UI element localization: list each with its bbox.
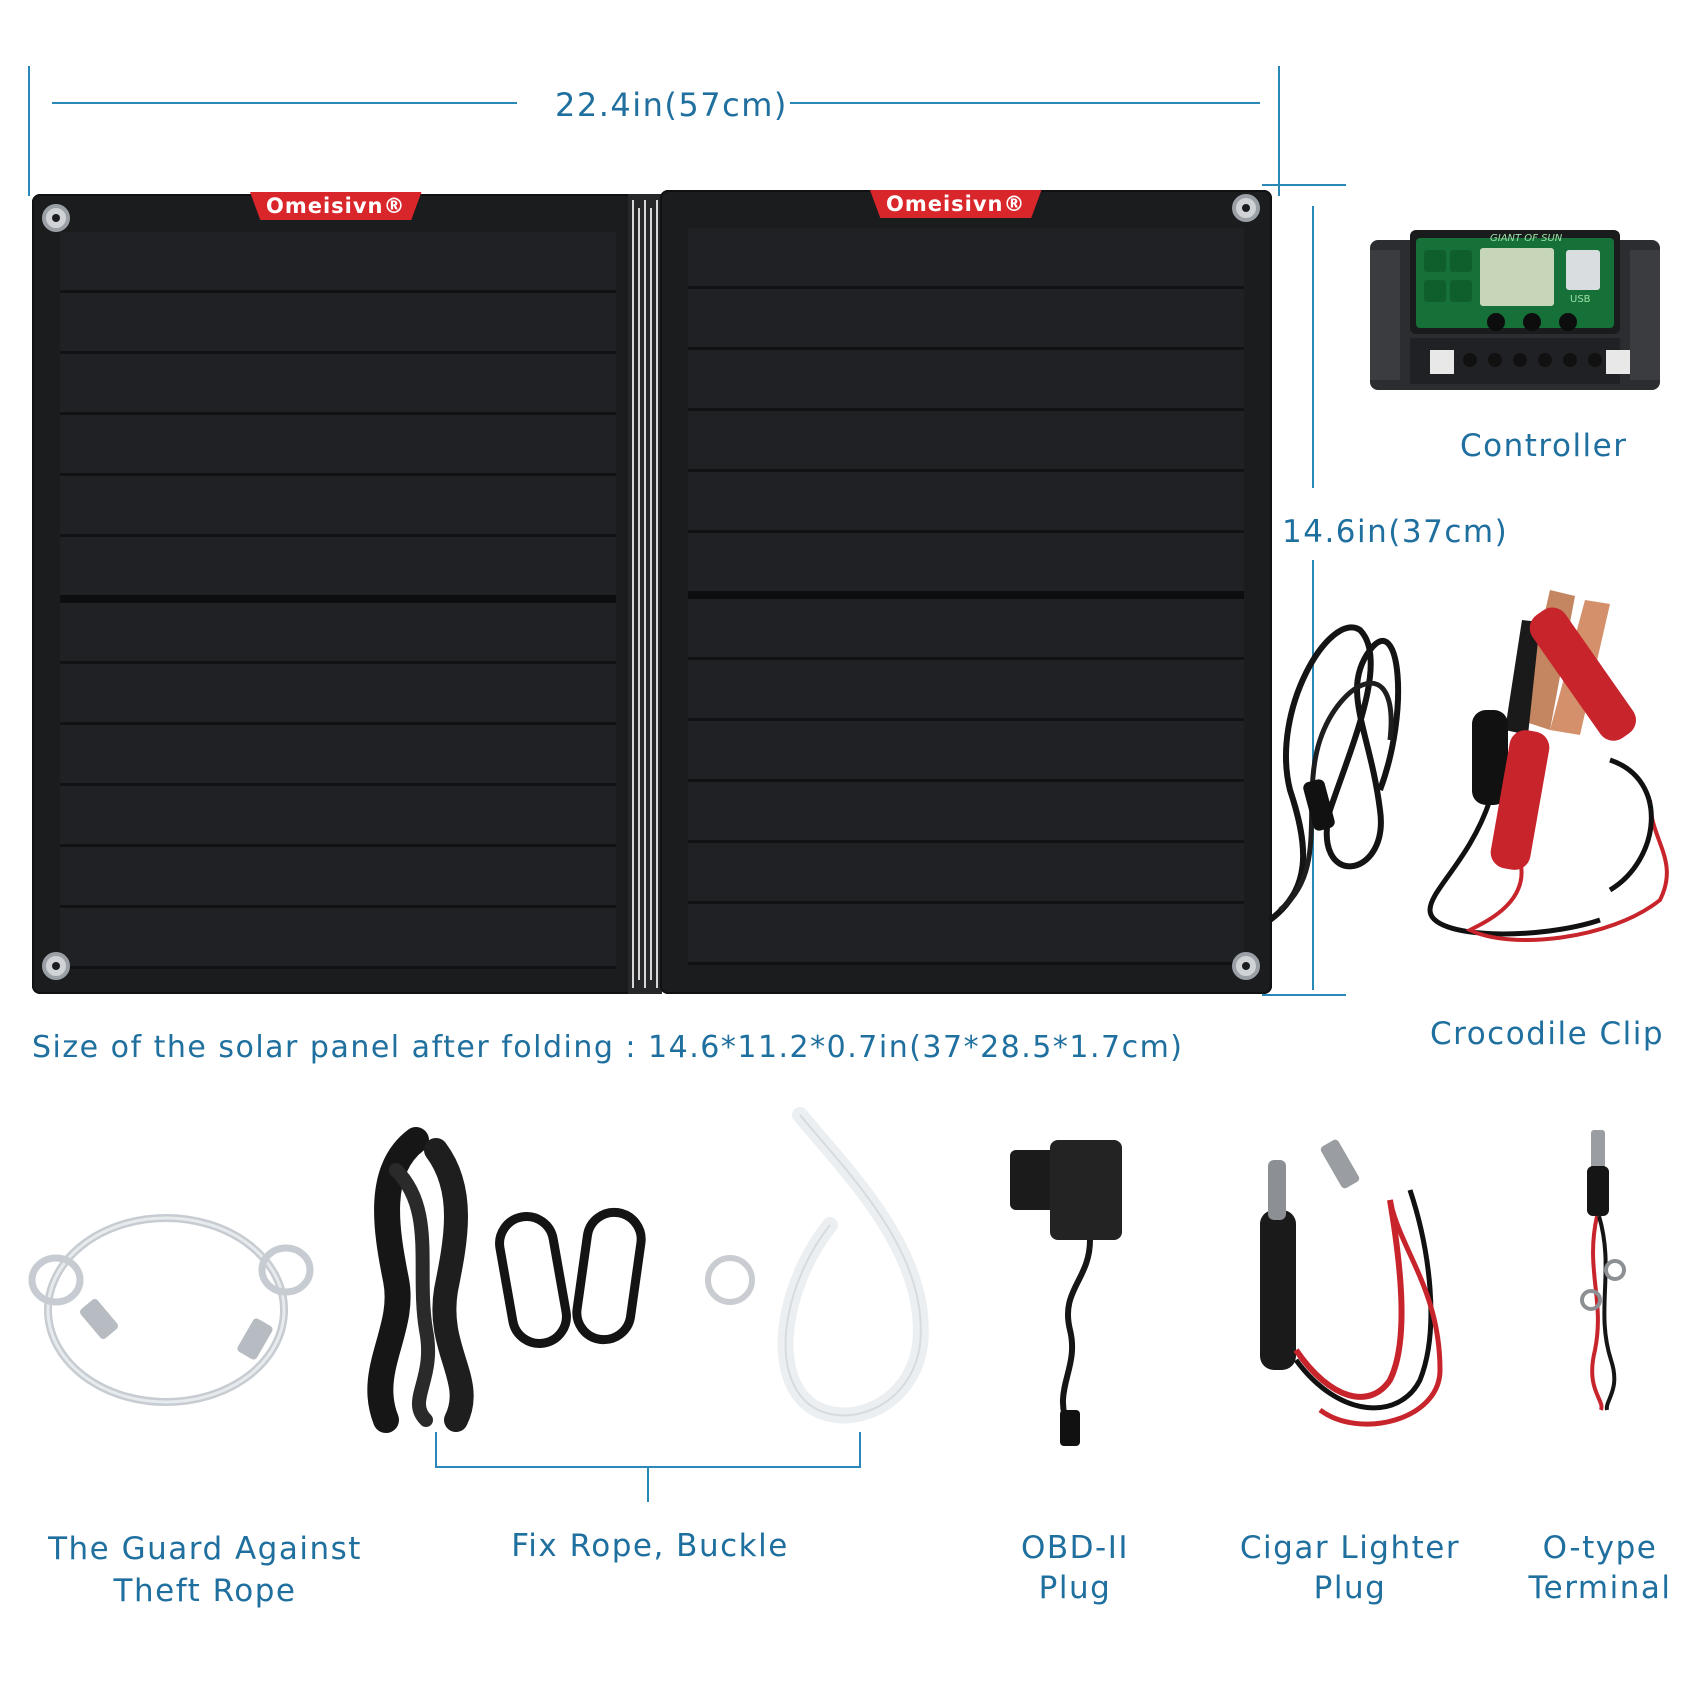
- fix-rope-icon: [367, 1127, 474, 1433]
- height-dimension-bottom-tick: [1262, 994, 1346, 996]
- brand-logo-right: Omeisivn®: [870, 190, 1042, 218]
- cigar-lighter-plug-label-line1: Cigar Lighter: [1239, 1530, 1461, 1566]
- height-dimension-line-top: [1312, 206, 1314, 488]
- o-type-terminal-label-line2: Terminal: [1528, 1570, 1672, 1606]
- fix-rope-bracket-stem: [647, 1466, 649, 1502]
- key-ring-icon: [705, 1255, 755, 1305]
- folded-size-label: Size of the solar panel after folding : …: [32, 1030, 1184, 1065]
- solar-cells-right: [688, 228, 1244, 965]
- grommet-bottom-right: [1232, 952, 1260, 980]
- grommet-top-left: [42, 204, 70, 232]
- obd-plug-icon: [1010, 1140, 1122, 1446]
- panel-hinge: [628, 194, 662, 994]
- grommet-bottom-left: [42, 952, 70, 980]
- fix-rope-bracket-left: [435, 1432, 437, 1466]
- obd-plug-label-line2: Plug: [1038, 1570, 1112, 1606]
- width-dimension-right-tick: [1278, 66, 1280, 196]
- fix-rope-bracket-right: [859, 1432, 861, 1466]
- carabiner-icon: [495, 1207, 646, 1348]
- fix-rope-label: Fix Rope, Buckle: [511, 1528, 789, 1564]
- cigar-lighter-plug-icon: [1260, 1139, 1443, 1427]
- theft-rope-label-line2: Theft Rope: [113, 1573, 297, 1609]
- o-type-terminal-label-line1: O-type: [1542, 1530, 1658, 1566]
- crocodile-clip-icon: [1427, 590, 1669, 942]
- theft-rope-label-line1: The Guard Against: [48, 1531, 362, 1567]
- width-dimension-line-left: [52, 102, 517, 104]
- obd-plug-label-line1: OBD-II: [1020, 1530, 1129, 1566]
- solar-panel-right: [660, 190, 1272, 994]
- brand-logo-left: Omeisivn®: [250, 192, 422, 220]
- controller-usb-text: USB: [1570, 294, 1591, 305]
- controller-brand-text: GIANT OF SUN: [1490, 233, 1563, 244]
- cigar-lighter-plug-label-line2: Plug: [1313, 1570, 1387, 1606]
- obd-plug-label: OBD-II Plug: [990, 1528, 1160, 1608]
- crocodile-clip-label: Crocodile Clip: [1430, 1016, 1665, 1052]
- o-type-terminal-icon: [1580, 1130, 1626, 1411]
- width-dimension-label: 22.4in(57cm): [555, 86, 788, 124]
- theft-rope-icon: [28, 1214, 314, 1406]
- grommet-top-right: [1232, 194, 1260, 222]
- cigar-lighter-plug-label: Cigar Lighter Plug: [1220, 1528, 1480, 1608]
- width-dimension-line-right: [790, 102, 1260, 104]
- height-dimension-label: 14.6in(37cm): [1282, 514, 1509, 550]
- o-type-terminal-label: O-type Terminal: [1510, 1528, 1690, 1608]
- solar-cells-left: [60, 232, 616, 969]
- controller-label: Controller: [1460, 428, 1628, 464]
- height-dimension-top-tick: [1262, 184, 1346, 186]
- charge-controller: GIANT OF SUN USB: [1370, 230, 1660, 395]
- panel-output-cable-icon: [1268, 624, 1402, 923]
- solar-panel-left: [32, 194, 644, 994]
- width-dimension-left-tick: [28, 66, 30, 196]
- cable-tie-icon: [777, 1107, 929, 1424]
- theft-rope-label: The Guard Against Theft Rope: [40, 1528, 370, 1612]
